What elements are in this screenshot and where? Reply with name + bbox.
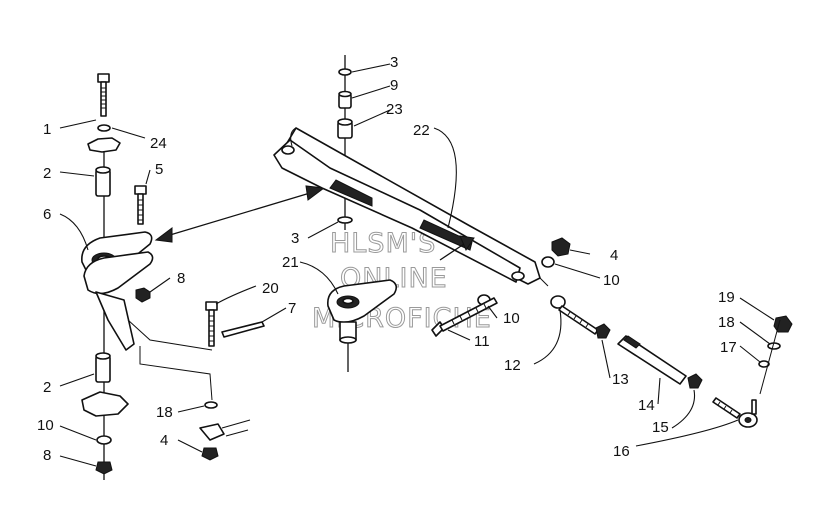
right-linkage [431, 237, 793, 428]
left-assembly [81, 73, 326, 480]
callout-18-left: 18 [156, 404, 173, 421]
rod-end-part-12 [550, 295, 599, 335]
callout-10-left: 10 [37, 417, 54, 434]
tie-rod-bar-part-22 [273, 127, 549, 287]
nut-part-4-left [201, 447, 219, 461]
callout-4-left: 4 [160, 432, 168, 449]
washer-part-24 [97, 124, 111, 132]
callout-1: 1 [43, 121, 51, 138]
callout-2-top: 2 [43, 165, 51, 182]
adjuster-sleeve-part-14 [617, 335, 687, 385]
callout-17: 17 [720, 339, 737, 356]
callout-18-right: 18 [718, 314, 735, 331]
nut-part-8-upper [135, 287, 151, 303]
bolt-part-5 [134, 185, 147, 225]
callout-9: 9 [390, 77, 398, 94]
nut-part-4-right [551, 237, 571, 257]
callout-19: 19 [718, 289, 735, 306]
bolt-part-1 [97, 73, 110, 117]
callout-14: 14 [638, 397, 655, 414]
arrow-link [159, 189, 321, 239]
leader-lines [59, 63, 775, 467]
callout-16: 16 [613, 443, 630, 460]
steering-arm-part-6 [81, 231, 154, 351]
center-assembly [273, 55, 549, 372]
callout-3-top: 3 [390, 54, 398, 71]
callout-24: 24 [150, 135, 167, 152]
watermark-line-1: HLSM'S [330, 228, 436, 259]
steering-arm-part-21 [327, 279, 398, 344]
callout-2-lower: 2 [43, 379, 51, 396]
bushing-part-23 [337, 118, 353, 139]
callout-15: 15 [652, 419, 669, 436]
nut-part-19 [773, 315, 793, 333]
washer-part-10-left [96, 435, 112, 445]
nut-part-8-lower [95, 461, 113, 475]
jam-nut-part-15 [687, 373, 703, 389]
callout-11: 11 [474, 333, 490, 350]
washer-part-17 [758, 360, 770, 368]
callout-22: 22 [413, 122, 430, 139]
rod-end-part-16 [712, 397, 758, 428]
callout-8-upper: 8 [177, 270, 185, 287]
washer-part-10-right [541, 256, 555, 268]
callout-23: 23 [386, 101, 403, 118]
washer-part-3-lower [337, 216, 353, 224]
callout-3-lower: 3 [291, 230, 299, 247]
callout-10-center: 10 [503, 310, 520, 327]
callout-12: 12 [504, 357, 521, 374]
callout-5: 5 [155, 161, 163, 178]
callout-10-right: 10 [603, 272, 620, 289]
bolt-part-20 [205, 301, 218, 347]
callout-21: 21 [282, 254, 299, 271]
spacer-part-2-lower [95, 352, 111, 383]
washer-part-18-left [204, 401, 218, 409]
callout-8-lower: 8 [43, 447, 51, 464]
callout-4-right: 4 [610, 247, 618, 264]
bolt-part-11 [431, 297, 498, 337]
washer-part-3-top [338, 68, 352, 76]
cotter-pin-part-7 [221, 321, 265, 338]
callout-6: 6 [43, 206, 51, 223]
jam-nut-part-13 [595, 323, 611, 339]
callout-7: 7 [288, 300, 296, 317]
callouts: 1 24 2 5 6 8 20 7 2 10 8 18 4 3 9 23 22 … [37, 54, 737, 464]
callout-13: 13 [612, 371, 629, 388]
spacer-part-2-top [95, 166, 111, 197]
callout-20: 20 [262, 280, 279, 297]
bushing-part-9 [338, 90, 352, 109]
